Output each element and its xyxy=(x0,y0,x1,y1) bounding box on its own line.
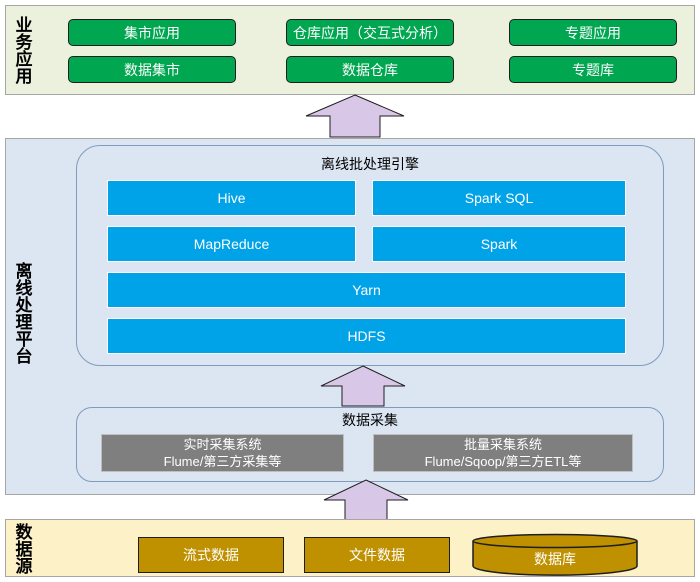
data-source-label-wrap: 数据源 xyxy=(8,520,36,576)
data-source-label: 数据源 xyxy=(12,522,32,574)
database-label: 数据库 xyxy=(534,551,576,567)
offline-platform-label-wrap: 离线处理平台 xyxy=(8,250,36,375)
realtime-collection-line1: 实时采集系统 xyxy=(183,437,262,452)
spark-sql-box: Spark SQL xyxy=(372,180,626,216)
business-application-label-wrap: 业务应用 xyxy=(8,8,36,92)
topic-library-box: 专题库 xyxy=(509,56,677,83)
realtime-collection-box: 实时采集系统 Flume/第三方采集等 xyxy=(101,434,344,472)
batch-collection-box: 批量采集系统 Flume/Sqoop/第三方ETL等 xyxy=(373,434,633,472)
mapreduce-box: MapReduce xyxy=(107,226,356,262)
data-mart-box: 数据集市 xyxy=(68,56,236,83)
offline-platform-label: 离线处理平台 xyxy=(12,261,32,364)
business-application-label: 业务应用 xyxy=(12,16,32,84)
hive-box: Hive xyxy=(107,180,356,216)
data-warehouse-box: 数据仓库 xyxy=(286,56,454,83)
up-arrow-to-engine xyxy=(320,365,406,407)
topic-application-box: 专题应用 xyxy=(509,19,677,46)
mart-application-box: 集市应用 xyxy=(68,19,236,46)
batch-collection-line2: Flume/Sqoop/第三方ETL等 xyxy=(424,454,582,469)
hdfs-box: HDFS xyxy=(107,318,626,354)
stream-data-box: 流式数据 xyxy=(138,537,284,573)
yarn-box: Yarn xyxy=(107,272,626,308)
database-cylinder-icon xyxy=(472,533,638,576)
data-collection-title: 数据采集 xyxy=(342,412,398,428)
warehouse-application-box: 仓库应用（交互式分析） xyxy=(286,19,454,46)
up-arrow-to-collection xyxy=(323,479,409,521)
realtime-collection-line2: Flume/第三方采集等 xyxy=(163,454,282,469)
batch-collection-line1: 批量采集系统 xyxy=(463,437,542,452)
spark-box: Spark xyxy=(372,226,626,262)
file-data-box: 文件数据 xyxy=(304,537,450,573)
batch-engine-title: 离线批处理引擎 xyxy=(321,156,419,172)
up-arrow-to-business xyxy=(305,94,405,138)
